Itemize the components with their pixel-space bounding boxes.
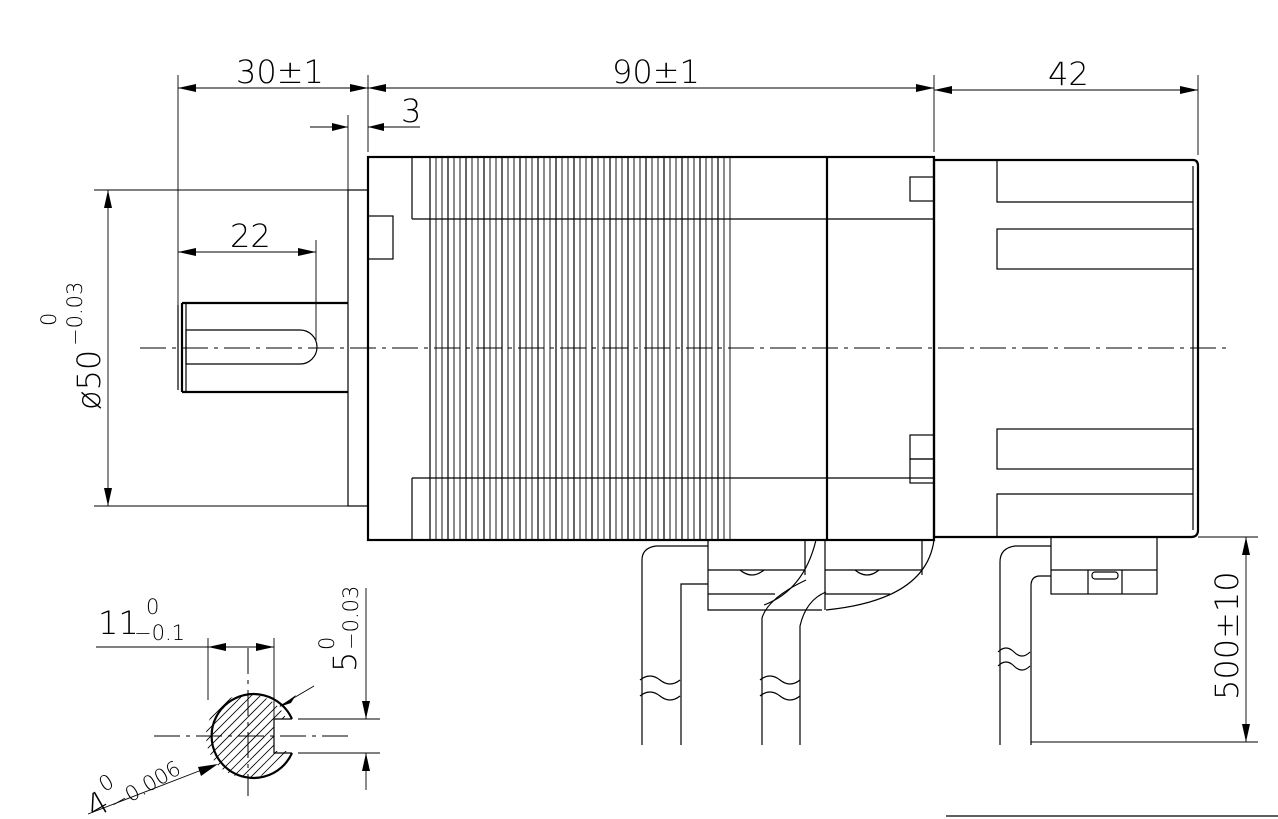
dim-key-width: 5 0 −0.03 xyxy=(315,586,364,672)
dim-encoder-length: 42 xyxy=(1048,55,1089,93)
top-dimension-lines xyxy=(177,75,1199,340)
dim-shaft-flat: 11 0 −0.1 xyxy=(98,595,185,645)
encoder-cable xyxy=(997,536,1158,745)
svg-text:ø50: ø50 xyxy=(70,350,108,410)
svg-text:11: 11 xyxy=(98,604,139,642)
dim-pilot-diameter: ø50 0 −0.03 xyxy=(37,282,108,410)
svg-text:0: 0 xyxy=(146,595,159,619)
power-cables xyxy=(639,545,827,745)
dim-body-length: 90±1 xyxy=(612,53,700,91)
svg-text:5: 5 xyxy=(326,652,364,672)
svg-text:0: 0 xyxy=(315,637,339,650)
power-cable-gland xyxy=(707,539,935,611)
svg-text:−0.03: −0.03 xyxy=(63,282,87,346)
svg-text:0: 0 xyxy=(37,313,61,326)
cable-length-dimension xyxy=(1031,536,1258,743)
dim-shaft-length: 30±1 xyxy=(236,53,324,91)
svg-text:500±10: 500±10 xyxy=(1208,571,1246,700)
encoder-housing xyxy=(932,158,1200,539)
dim-flange-thickness: 3 xyxy=(401,92,421,130)
dim-key-length: 22 xyxy=(230,217,271,255)
dim-shaft-diameter: 4 0 −0.006 xyxy=(79,756,185,819)
svg-text:−0.03: −0.03 xyxy=(339,586,363,650)
svg-text:−0.006: −0.006 xyxy=(106,756,185,816)
pilot-diameter-dimension xyxy=(94,189,348,507)
svg-text:−0.1: −0.1 xyxy=(134,621,185,645)
dim-cable-length: 500±10 xyxy=(1208,571,1246,700)
